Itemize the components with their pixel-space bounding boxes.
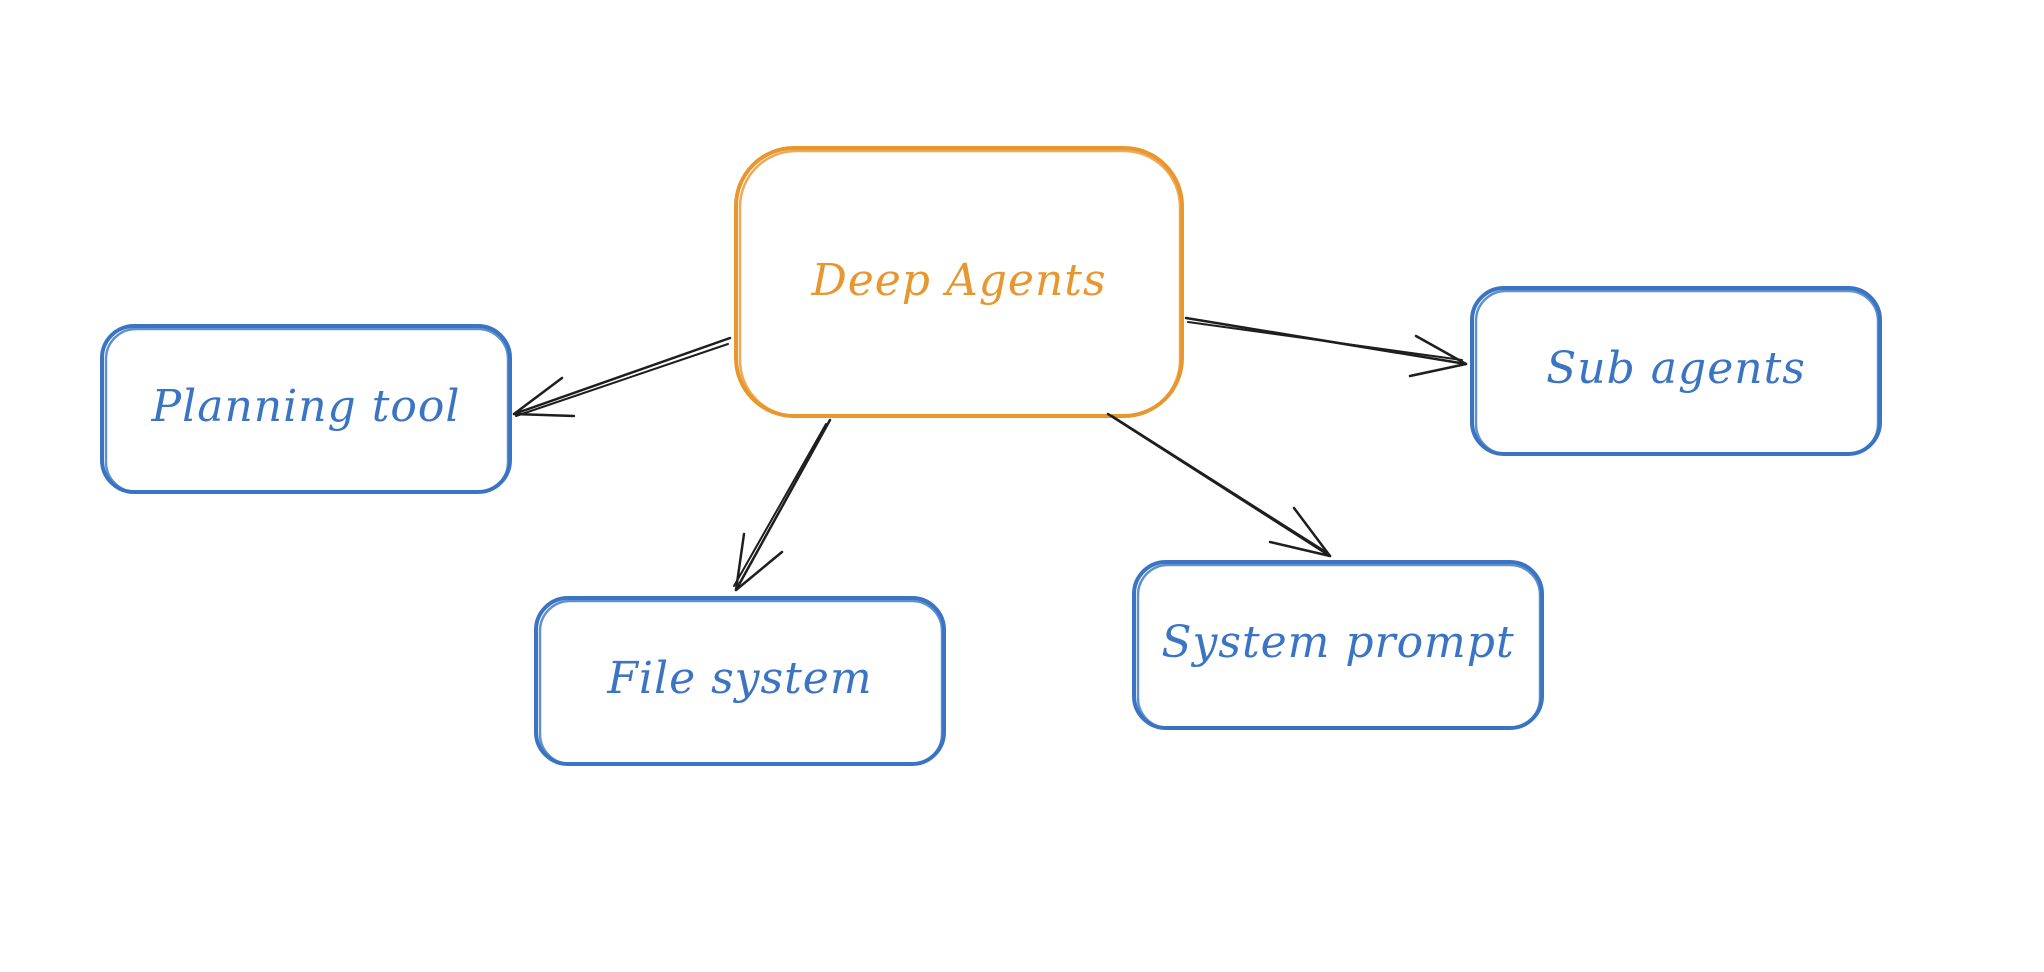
node-planning-tool-box-sketch (104, 327, 510, 494)
node-file-system[interactable]: File system (534, 596, 946, 766)
edge-to-system-prompt (1106, 412, 1332, 558)
edge-to-sub-agents (1184, 316, 1468, 378)
node-file-system-label: File system (606, 653, 872, 704)
arrowhead-system-prompt (1268, 506, 1332, 558)
node-deep-agents-label: Deep Agents (810, 255, 1106, 306)
arrowhead-file-system (734, 532, 784, 592)
node-system-prompt-box-sketch (1136, 563, 1542, 730)
node-sub-agents[interactable]: Sub agents (1470, 286, 1882, 456)
node-system-prompt[interactable]: System prompt (1132, 560, 1544, 730)
node-planning-tool-label: Planning tool (151, 381, 461, 432)
node-deep-agents[interactable]: Deep Agents (734, 146, 1184, 418)
node-planning-tool[interactable]: Planning tool (100, 324, 512, 494)
arrowhead-planning-tool (512, 376, 576, 418)
edge-to-file-system (733, 418, 832, 592)
node-sub-agents-label: Sub agents (1546, 343, 1806, 394)
arrowhead-sub-agents (1408, 334, 1468, 378)
node-sub-agents-box-sketch (1474, 289, 1880, 456)
node-system-prompt-label: System prompt (1161, 617, 1514, 668)
node-deep-agents-box-sketch (738, 149, 1182, 418)
edge-to-planning-tool (512, 336, 732, 418)
node-file-system-box-sketch (538, 599, 944, 766)
